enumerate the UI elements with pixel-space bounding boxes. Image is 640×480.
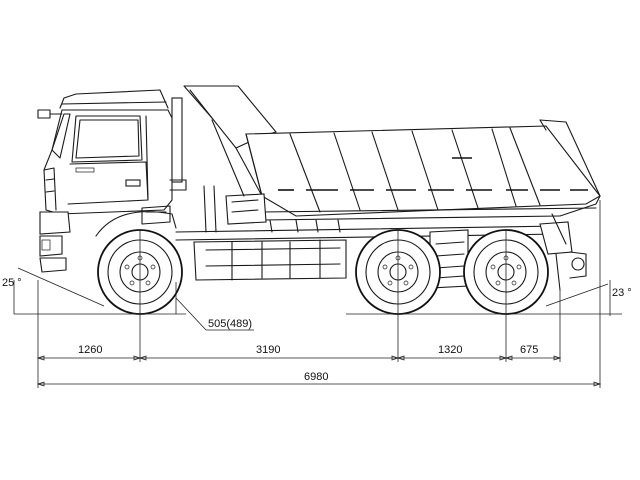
- dim-overall-length: 6980: [304, 371, 328, 383]
- approach-angle-label: 25 °: [2, 277, 22, 289]
- dim-front-overhang: 1260: [78, 344, 102, 356]
- dimension-lines: [36, 200, 602, 388]
- dim-rear-axle-spacing: 1320: [438, 344, 462, 356]
- truck-cab: [37, 89, 173, 225]
- dim-wheelbase-front: 3190: [256, 344, 280, 356]
- dump-body: [183, 85, 601, 221]
- departure-angle-label: 23 °: [612, 287, 632, 299]
- dim-ground-clearance: 505(489): [208, 318, 252, 330]
- ground-lines: [13, 267, 622, 316]
- dim-rear-overhang: 675: [520, 344, 538, 356]
